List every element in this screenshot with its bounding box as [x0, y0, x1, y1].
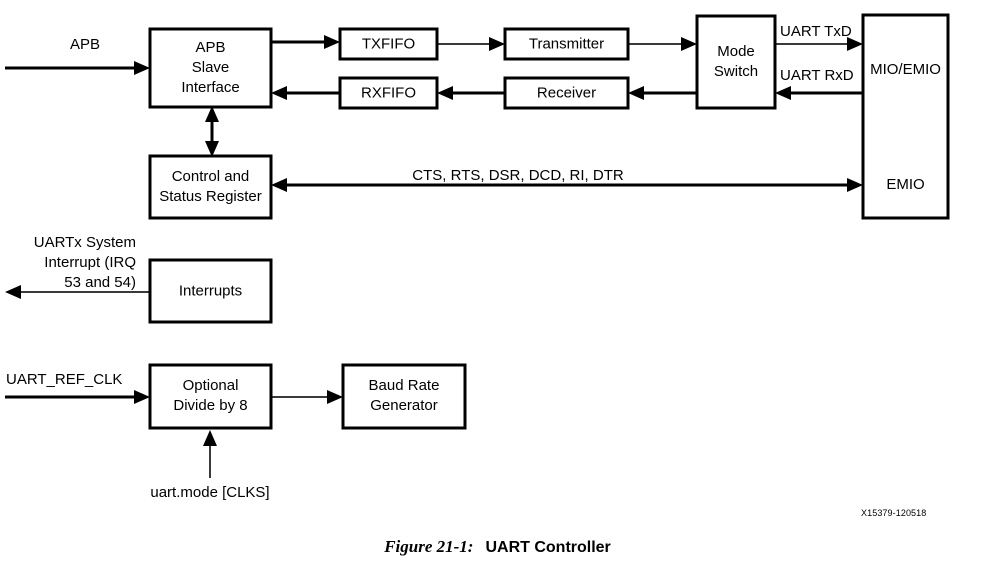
block-transmitter[interactable]: Transmitter	[503, 27, 630, 61]
signal-label-uart-mode-clks: uart.mode [CLKS]	[150, 484, 269, 501]
control-status-line-1: Control and	[172, 168, 250, 185]
figure-id-watermark: X15379-120518	[861, 508, 927, 518]
signal-label-interrupt-line-3: 53 and 54)	[64, 274, 136, 291]
wire-receiver-to-rxfifo	[437, 86, 505, 100]
block-control-status-register[interactable]: Control and Status Register	[148, 154, 273, 220]
wire-uart-rxd	[775, 86, 863, 100]
signal-label-uart-ref-clk: UART_REF_CLK	[6, 371, 122, 388]
signal-label-interrupt-line-1: UARTx System	[34, 234, 136, 251]
mode-switch-line-1: Mode	[717, 43, 755, 60]
caption-number: Figure 21-1:	[384, 537, 474, 556]
wire-interrupt-output	[5, 285, 150, 299]
block-apb-slave-interface[interactable]: APB Slave Interface	[148, 27, 273, 109]
block-optional-divide-by-8[interactable]: Optional Divide by 8	[148, 363, 273, 430]
block-interrupts[interactable]: Interrupts	[148, 258, 273, 324]
wire-modem-control	[271, 178, 863, 192]
caption-title: UART Controller	[485, 539, 611, 556]
signal-label-apb: APB	[70, 36, 100, 53]
interrupts-label: Interrupts	[179, 282, 242, 299]
receiver-label: Receiver	[537, 84, 596, 101]
wire-uart-ref-clk	[5, 390, 150, 404]
mode-switch-line-2: Switch	[714, 63, 758, 80]
signal-label-interrupt-line-2: Interrupt (IRQ	[44, 254, 136, 271]
wire-modeswitch-to-receiver	[628, 86, 697, 100]
block-txfifo[interactable]: TXFIFO	[338, 27, 439, 61]
baud-rate-line-1: Baud Rate	[369, 377, 440, 394]
control-status-line-2: Status Register	[159, 188, 262, 205]
wire-transmitter-to-modeswitch	[628, 37, 697, 51]
signal-label-uart-txd: UART TxD	[780, 23, 852, 40]
apb-slave-line-2: Slave	[192, 59, 230, 76]
block-rxfifo[interactable]: RXFIFO	[338, 76, 439, 110]
block-receiver[interactable]: Receiver	[503, 76, 630, 110]
transmitter-label: Transmitter	[529, 35, 604, 52]
wire-txfifo-to-transmitter	[437, 37, 505, 51]
apb-slave-line-1: APB	[195, 39, 225, 56]
txfifo-label: TXFIFO	[362, 35, 415, 52]
baud-rate-line-2: Generator	[370, 397, 438, 414]
wire-apbslave-to-controlstatus	[205, 106, 219, 157]
figure-caption: Figure 21-1: UART Controller	[0, 537, 995, 557]
wire-apbslave-to-txfifo	[271, 35, 340, 49]
wire-rxfifo-to-apbslave	[271, 86, 340, 100]
apb-slave-line-3: Interface	[181, 79, 239, 96]
wire-uart-txd	[775, 37, 863, 51]
wire-apb-input	[5, 61, 150, 75]
signal-label-uart-rxd: UART RxD	[780, 67, 854, 84]
emio-label: EMIO	[886, 176, 924, 193]
wire-uart-mode-clks	[203, 430, 217, 478]
block-mode-switch[interactable]: Mode Switch	[695, 14, 777, 110]
mio-emio-label: MIO/EMIO	[870, 61, 941, 78]
signal-label-modem-control: CTS, RTS, DSR, DCD, RI, DTR	[412, 167, 624, 184]
rxfifo-label: RXFIFO	[361, 84, 416, 101]
block-baud-rate-generator[interactable]: Baud Rate Generator	[341, 363, 467, 430]
optional-divide-line-2: Divide by 8	[173, 397, 247, 414]
block-mio-emio[interactable]: MIO/EMIO EMIO	[861, 13, 950, 220]
optional-divide-line-1: Optional	[183, 377, 239, 394]
wire-divide-to-baudrate	[271, 390, 343, 404]
